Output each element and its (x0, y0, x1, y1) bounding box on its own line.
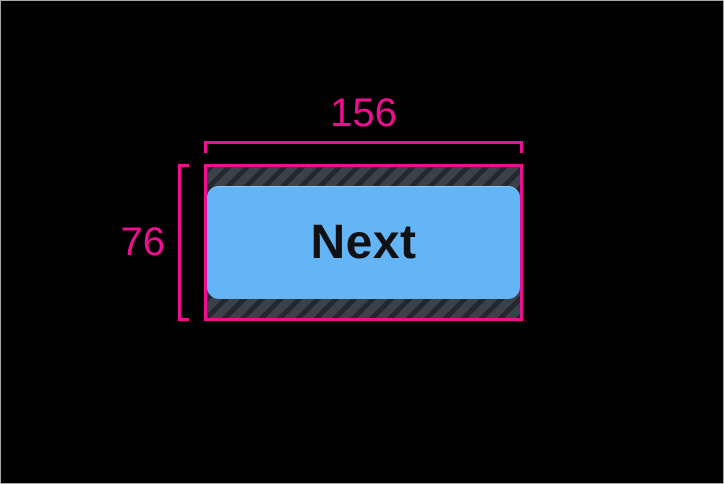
next-button[interactable]: Next (207, 186, 520, 299)
height-dimension-line (178, 164, 189, 321)
width-dimension-line (204, 141, 523, 153)
width-dimension-label: 156 (330, 91, 397, 135)
height-dimension-label: 76 (120, 220, 166, 264)
layout-bounds-box: Next (204, 164, 523, 321)
